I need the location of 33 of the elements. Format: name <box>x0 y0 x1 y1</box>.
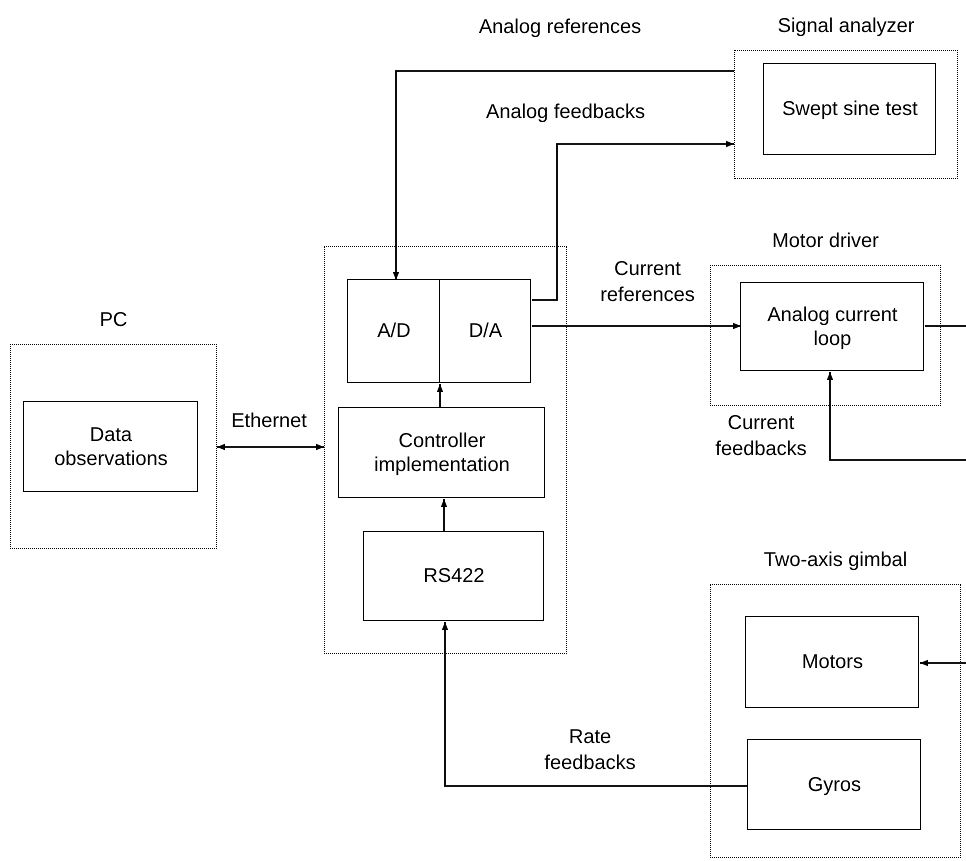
group-title: Motor driver <box>771 230 880 253</box>
arrow <box>440 499 448 532</box>
group-title: Two-axis gimbal <box>762 549 908 572</box>
process-box <box>439 279 532 384</box>
process-box <box>747 739 922 830</box>
box-label: Data observations <box>53 422 169 471</box>
group-frame <box>324 246 567 654</box>
box-label: Motors <box>800 650 864 674</box>
connector-line <box>925 325 966 327</box>
box-label: Swept sine test <box>781 97 919 122</box>
process-box <box>347 279 440 384</box>
process-box <box>745 616 920 708</box>
box-label: Analog current loop <box>766 302 898 351</box>
arrow <box>442 622 748 787</box>
arrow <box>532 322 741 330</box>
box-label: A/D <box>376 319 412 344</box>
arrow <box>920 660 966 666</box>
arrow <box>532 140 734 301</box>
process-box <box>763 63 936 156</box>
box-label: Controller implementation <box>373 428 511 477</box>
arrow <box>436 384 444 408</box>
group-title: PC <box>98 309 128 332</box>
box-label: D/A <box>468 319 504 344</box>
process-box <box>23 401 198 492</box>
arrow <box>392 70 734 280</box>
process-box <box>740 282 924 372</box>
box-label: RS422 <box>422 564 486 588</box>
box-label: Gyros <box>806 772 862 797</box>
arrow <box>826 372 966 461</box>
process-box <box>363 531 544 622</box>
group-title: Signal analyzer <box>776 15 916 38</box>
arrow <box>217 444 324 450</box>
process-box <box>338 407 546 498</box>
